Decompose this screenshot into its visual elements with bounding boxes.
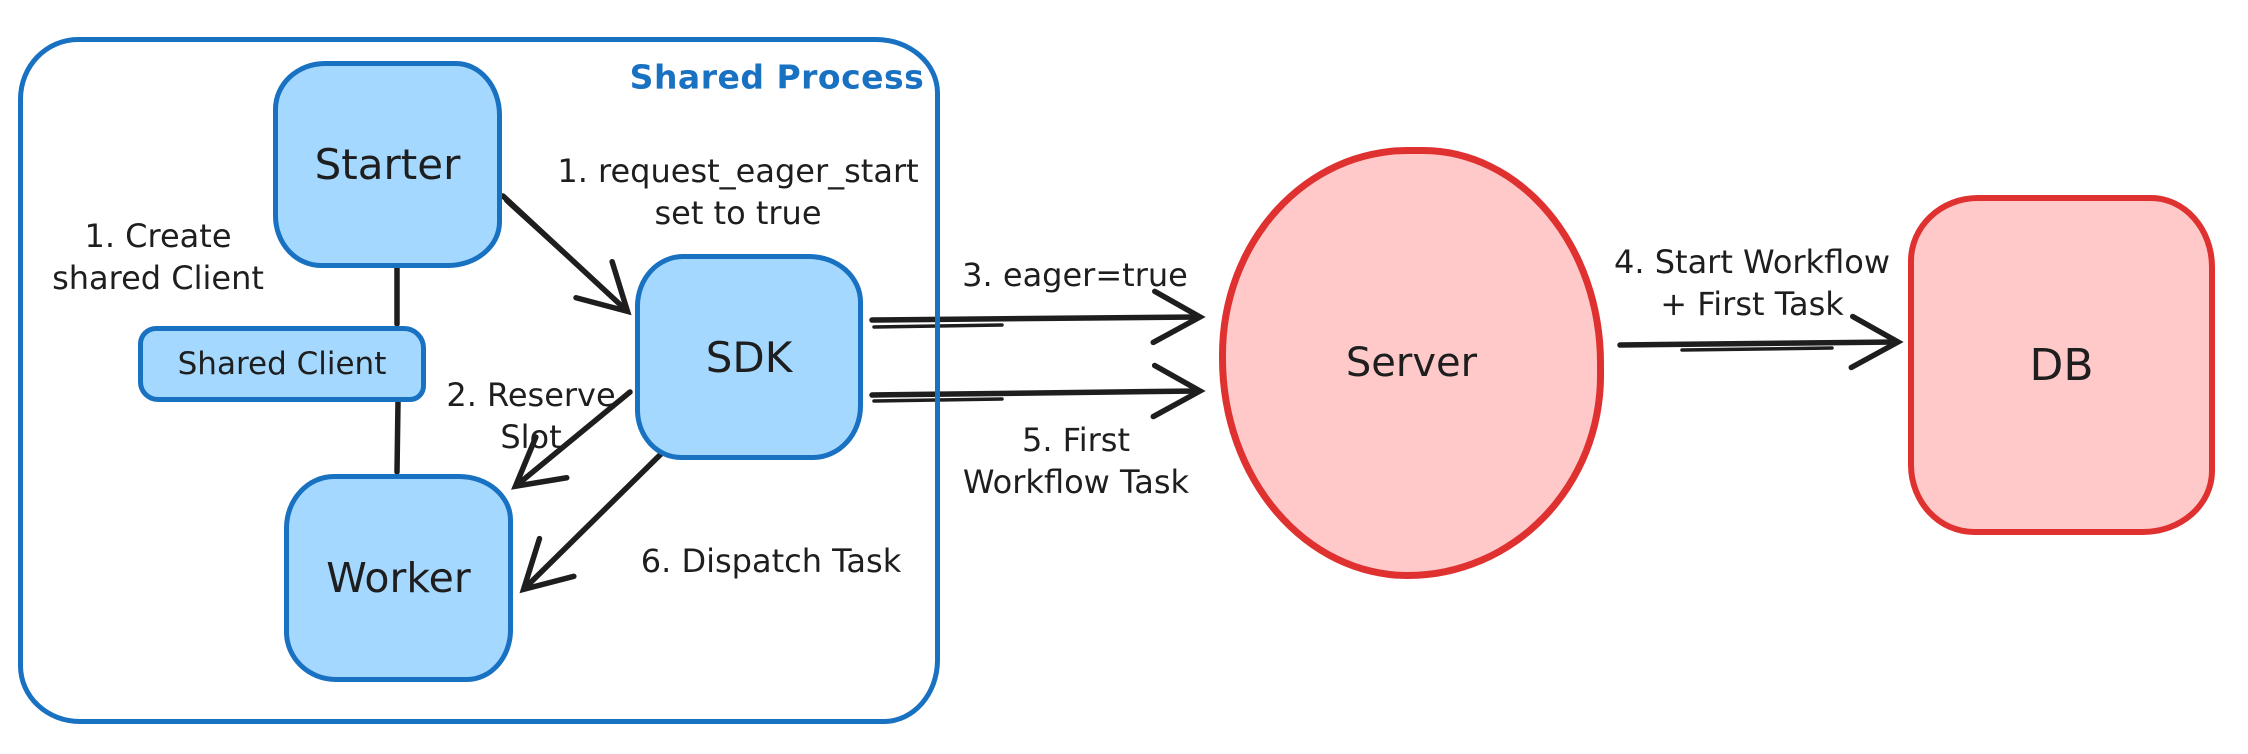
db-node: DB (1908, 195, 2215, 535)
worker-node: Worker (284, 474, 513, 682)
arrow-dispatch-task (519, 449, 666, 594)
arrow-reserve-slot (511, 389, 633, 490)
arrow-start-workflow-overdraw (1680, 346, 1834, 352)
arrow-start-workflow (1617, 313, 1904, 371)
connector-shared-client-worker (394, 399, 401, 475)
shared-process-container (18, 37, 940, 724)
annotation-dispatch-task: 6. Dispatch Task (640, 541, 902, 580)
annotation-reserve-slot: 2. Reserve Slot (446, 375, 616, 456)
annotation-start-workflow: 4. Start Workflow + First Task (1614, 242, 1890, 323)
db-label: DB (2029, 339, 2094, 391)
starter-node: Starter (273, 61, 502, 268)
annotation-request-eager-start: 1. request_eager_start set to true (557, 151, 919, 232)
sdk-node: SDK (635, 254, 863, 460)
server-node: Server (1219, 147, 1604, 579)
arrow-eager-true (869, 288, 1206, 346)
shared-client-label: Shared Client (177, 346, 387, 382)
annotation-create-shared-client: 1. Create shared Client (52, 216, 264, 297)
arrow-first-workflow-task (869, 362, 1206, 420)
annotation-eager-true: 3. eager=true (962, 255, 1188, 294)
annotation-first-workflow-task: 5. First Workflow Task (962, 420, 1190, 501)
shared-client-node: Shared Client (138, 326, 426, 402)
server-label: Server (1345, 340, 1478, 386)
sdk-label: SDK (705, 332, 793, 382)
arrow-request-eager-start-overdraw (504, 199, 564, 254)
starter-label: Starter (314, 140, 461, 189)
shared-process-label: Shared Process (629, 57, 925, 97)
worker-label: Worker (326, 554, 471, 602)
